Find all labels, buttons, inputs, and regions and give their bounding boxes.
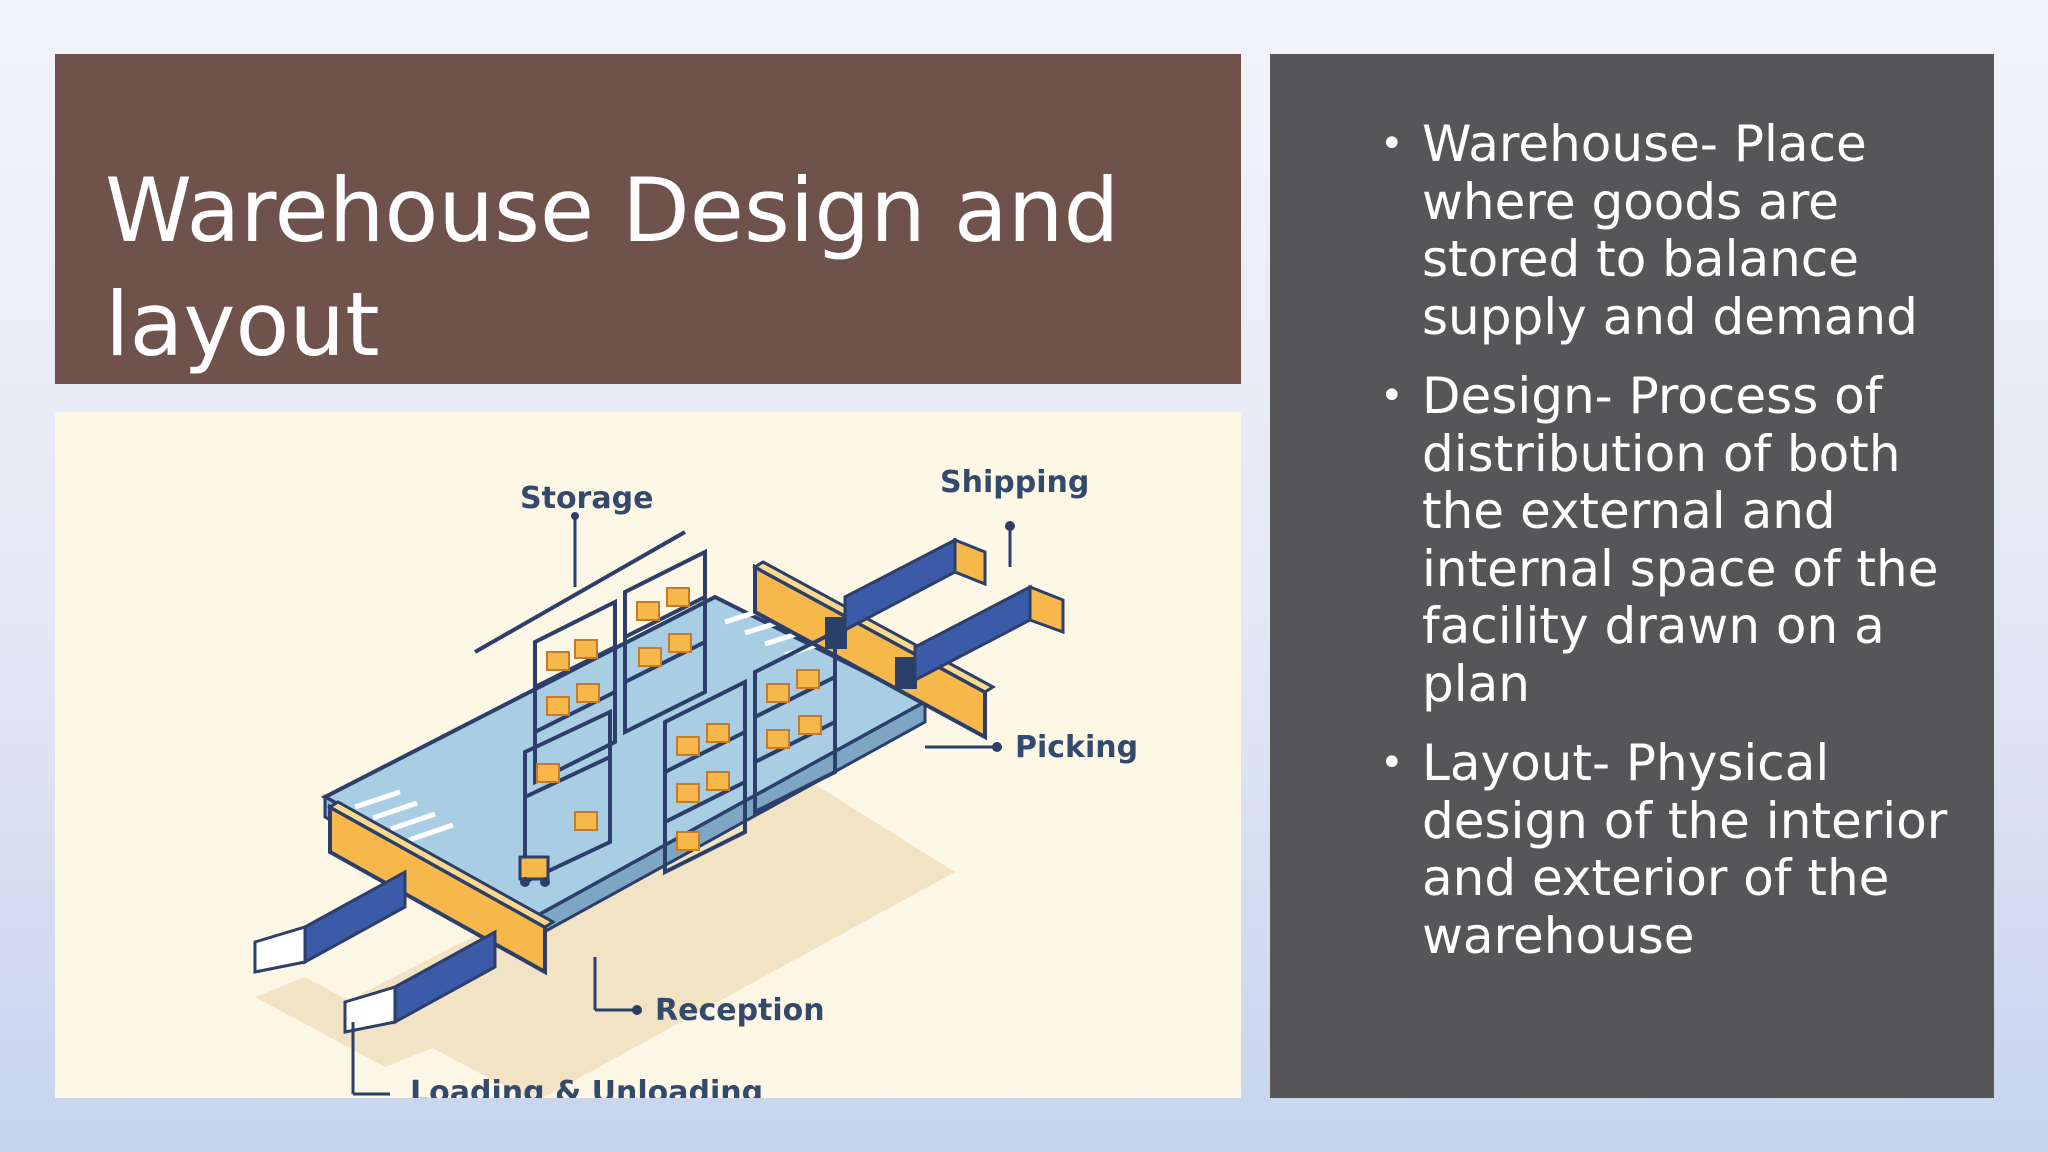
bullet-dot-icon: • xyxy=(1380,740,1404,786)
bullet-warehouse: • Warehouse- Place where goods are stored… xyxy=(1380,115,1982,346)
label-storage: Storage xyxy=(520,481,653,516)
title-box: Warehouse Design and layout xyxy=(55,54,1241,384)
label-picking: Picking xyxy=(1015,730,1138,765)
storage-boxes xyxy=(536,587,822,851)
reception-trucks xyxy=(253,869,497,1034)
bullet-list: • Warehouse- Place where goods are stored… xyxy=(1380,115,1982,987)
definitions-panel: • Warehouse- Place where goods are stored… xyxy=(1270,54,1994,1098)
bullet-design: • Design- Process of distribution of both… xyxy=(1380,367,1982,713)
label-loading-unloading: Loading & Unloading xyxy=(410,1075,763,1098)
warehouse-illustration: Storage Shipping Picking Reception xyxy=(55,412,1241,1098)
warehouse-diagram: Storage Shipping Picking Reception xyxy=(253,465,1138,1098)
bullet-text: Warehouse- Place where goods are stored … xyxy=(1422,115,1918,346)
label-reception: Reception xyxy=(655,993,825,1028)
slide-title: Warehouse Design and layout xyxy=(105,159,1120,376)
bullet-layout: • Layout- Physical design of the interior… xyxy=(1380,734,1982,965)
label-shipping: Shipping xyxy=(940,465,1089,500)
bullet-text: Layout- Physical design of the interior … xyxy=(1422,734,1948,965)
bullet-dot-icon: • xyxy=(1380,121,1404,167)
shipping-trucks xyxy=(843,537,1065,683)
bullet-dot-icon: • xyxy=(1380,373,1404,419)
bullet-text: Design- Process of distribution of both … xyxy=(1422,367,1939,713)
forklift-icon xyxy=(518,855,550,887)
